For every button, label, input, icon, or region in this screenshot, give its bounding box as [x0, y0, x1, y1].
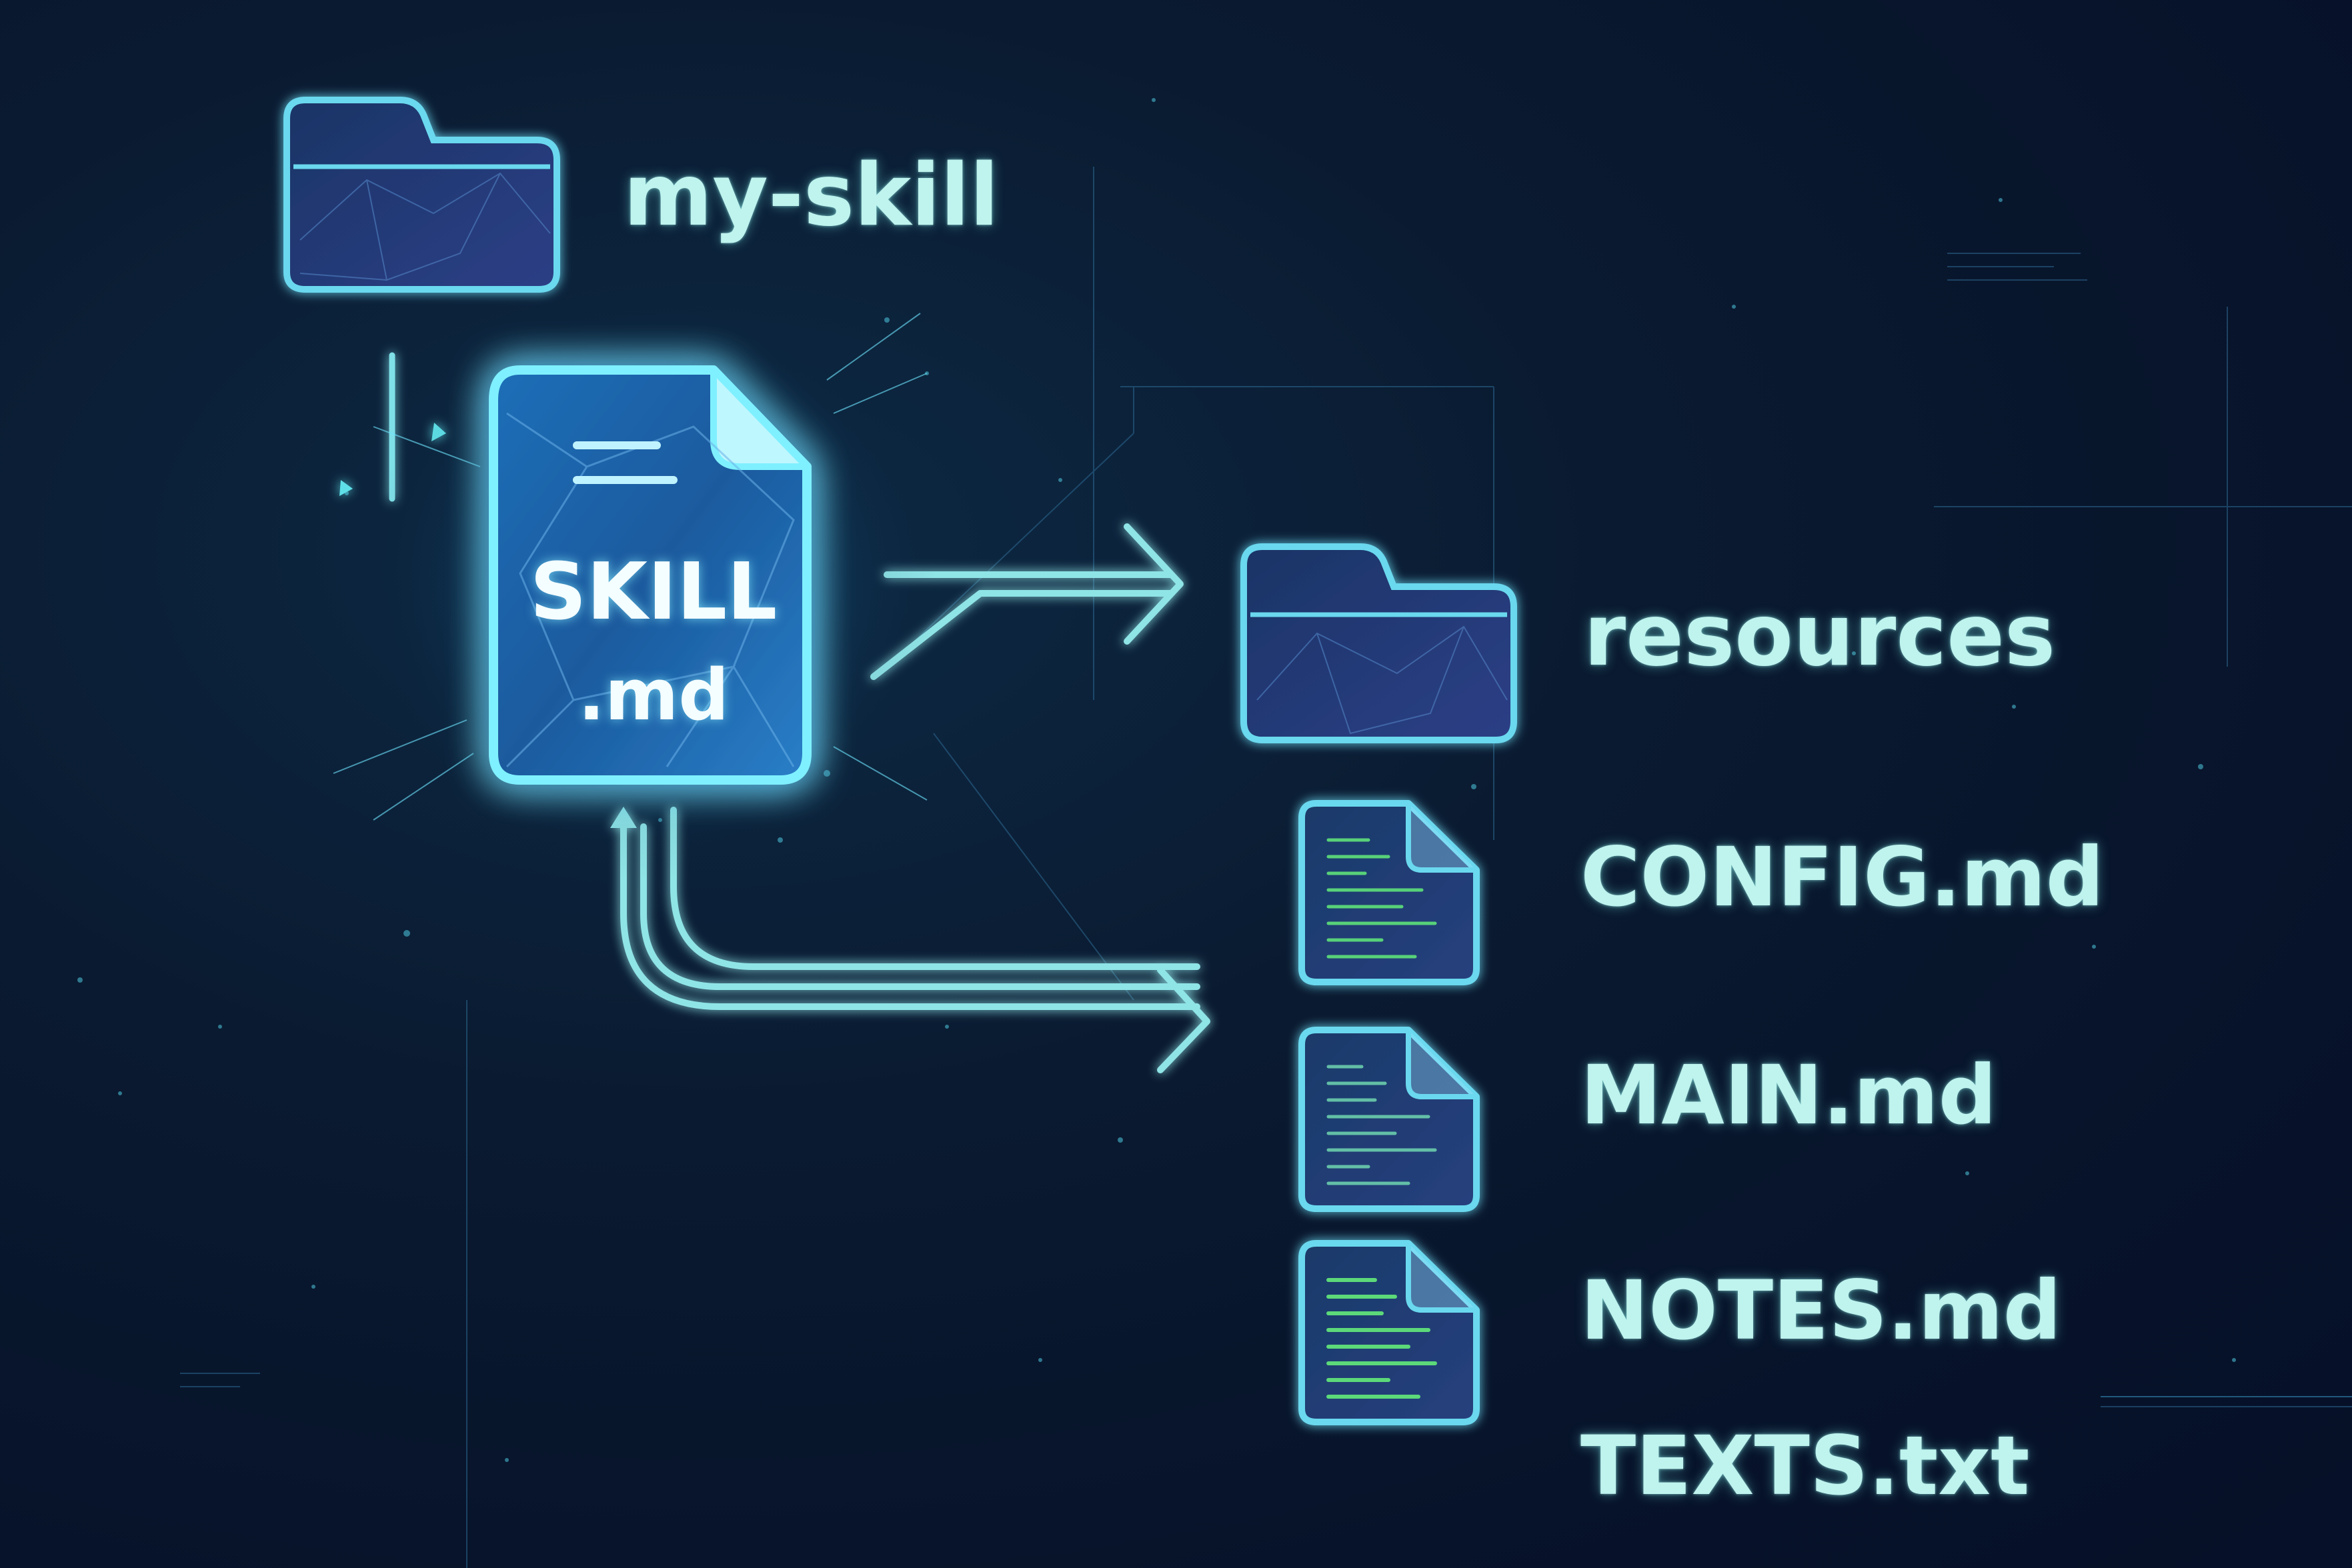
file-label-config[interactable]: CONFIG.md — [1580, 830, 2105, 925]
skill-md-document[interactable] — [333, 293, 937, 880]
code-document-icon[interactable] — [1298, 1027, 1480, 1212]
spark-rays — [333, 313, 928, 821]
file-label-texts[interactable]: TEXTS.txt — [1580, 1419, 2030, 1513]
folder-icon[interactable] — [1240, 543, 1517, 743]
background-particles — [77, 98, 2236, 1462]
skill-file-label-name[interactable]: SKILL — [529, 545, 778, 637]
root-folder-label[interactable]: my-skill — [624, 146, 999, 245]
resources-folder-label[interactable]: resources — [1584, 586, 2056, 685]
code-document-icon[interactable] — [1298, 800, 1480, 985]
file-label-notes[interactable]: NOTES.md — [1580, 1263, 2062, 1358]
code-document-icon[interactable] — [1298, 1240, 1480, 1425]
folder-icon[interactable] — [283, 97, 560, 293]
skill-file-label-ext[interactable]: .md — [577, 654, 730, 736]
file-label-main[interactable]: MAIN.md — [1580, 1048, 1997, 1143]
